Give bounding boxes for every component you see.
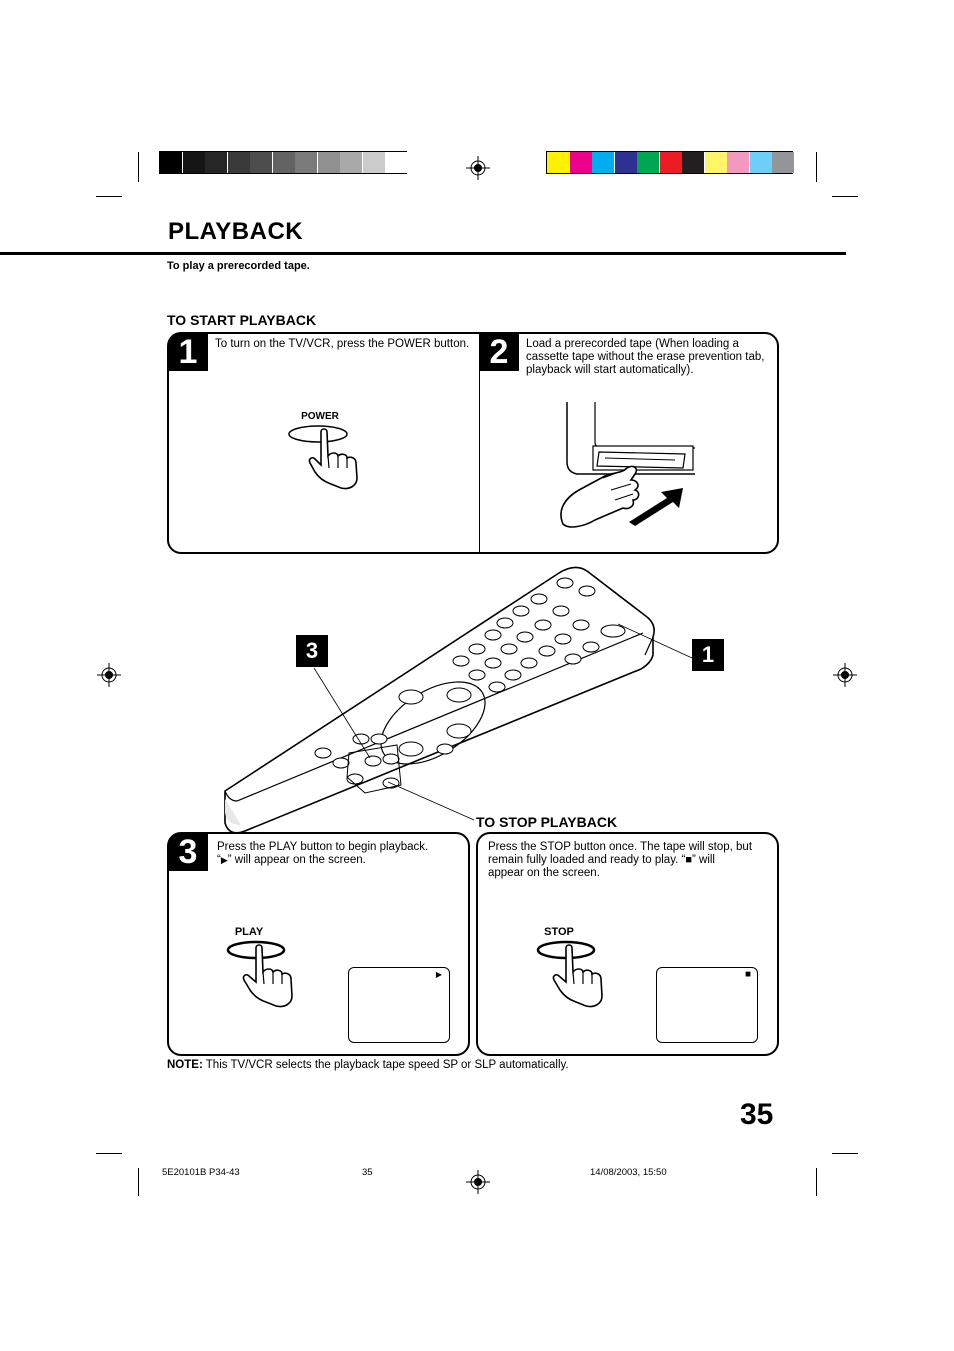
footer-left: 5E20101B P34-43 xyxy=(162,1167,240,1178)
stop-text-line-3: appear on the screen. xyxy=(488,867,600,879)
calibration-swatch xyxy=(682,152,704,173)
remote-callout-3: 3 xyxy=(296,635,328,667)
step-1-text: To turn on the TV/VCR, press the POWER b… xyxy=(215,338,470,350)
stop-text: Press the STOP button once. The tape wil… xyxy=(488,841,776,880)
calibration-swatch xyxy=(362,152,385,173)
step-2-text: Load a prerecorded tape (When loading a … xyxy=(526,338,765,376)
tape-insertion-illustration xyxy=(560,402,695,528)
play-button-label: PLAY xyxy=(234,926,264,938)
stop-button-hand-icon xyxy=(536,940,603,1008)
quote-open: “ xyxy=(217,854,221,866)
title-rule xyxy=(0,252,846,255)
footer-right: 14/08/2003, 15:50 xyxy=(590,1167,667,1178)
calibration-swatch xyxy=(205,152,227,173)
step-3-number: 3 xyxy=(168,833,208,871)
start-playback-heading: TO START PLAYBACK xyxy=(167,312,317,328)
play-button-hand-icon xyxy=(226,940,293,1008)
calibration-swatch xyxy=(385,152,407,173)
calibration-swatch xyxy=(272,152,295,173)
step-3-text-line-1: Press the PLAY button to begin playback. xyxy=(217,841,429,853)
calibration-swatch xyxy=(659,152,682,173)
calibration-swatch xyxy=(772,152,794,173)
step-3-text-tail: ” will appear on the screen. xyxy=(227,854,366,866)
registration-target-icon xyxy=(833,663,857,687)
stop-button-label: STOP xyxy=(544,926,574,938)
step-3-panel xyxy=(167,832,470,1056)
stop-text-line-2: remain fully loaded and ready to play. “… xyxy=(488,854,776,867)
registration-target-icon xyxy=(97,663,121,687)
calibration-swatch xyxy=(592,152,614,173)
play-indicator-icon: ▶ xyxy=(435,970,442,979)
calibration-swatch xyxy=(547,152,569,173)
callout-leader-lines xyxy=(313,623,693,821)
remote-callout-1: 1 xyxy=(692,639,724,671)
calibration-swatch xyxy=(317,152,340,173)
page-title: PLAYBACK xyxy=(168,218,304,245)
power-button-label: POWER xyxy=(301,411,339,422)
calibration-swatch xyxy=(704,152,727,173)
tv-screen-play: ▶ xyxy=(348,967,450,1043)
calibration-swatch xyxy=(569,152,592,173)
calibration-swatch xyxy=(727,152,749,173)
registration-target-icon xyxy=(466,156,490,180)
calibration-swatch xyxy=(227,152,250,173)
power-button-hand-icon xyxy=(288,425,358,490)
start-steps-panel xyxy=(167,332,779,554)
calibration-swatch xyxy=(250,152,272,173)
page-subtitle: To play a prerecorded tape. xyxy=(167,260,310,272)
page-number: 35 xyxy=(740,1098,774,1131)
stop-playback-heading: TO STOP PLAYBACK xyxy=(476,814,618,830)
crop-mark xyxy=(138,152,139,182)
step-divider xyxy=(479,334,480,552)
stop-indicator-icon: ■ xyxy=(744,969,751,980)
calibration-swatch xyxy=(340,152,362,173)
stop-text-line-2-tail: ” will xyxy=(691,854,715,866)
footer-center: 35 xyxy=(362,1167,373,1178)
crop-mark xyxy=(138,1168,139,1196)
step-2-number: 2 xyxy=(479,333,519,371)
play-symbol-icon: ▶ xyxy=(220,855,228,865)
step-1-number: 1 xyxy=(168,333,208,371)
crop-mark xyxy=(816,152,817,182)
calibration-swatch xyxy=(749,152,772,173)
calibration-swatch xyxy=(637,152,659,173)
tv-screen-stop: ■ xyxy=(656,967,758,1043)
note-text: NOTE: This TV/VCR selects the playback t… xyxy=(167,1059,569,1071)
step-3-text: Press the PLAY button to begin playback.… xyxy=(217,841,465,867)
calibration-swatch xyxy=(182,152,205,173)
stop-text-line-1: Press the STOP button once. The tape wil… xyxy=(488,841,753,853)
calibration-swatch xyxy=(160,152,182,173)
note-label: NOTE: xyxy=(167,1059,203,1071)
crop-mark xyxy=(832,1153,858,1154)
crop-mark xyxy=(96,1153,122,1154)
crop-mark xyxy=(816,1168,817,1196)
note-body: This TV/VCR selects the playback tape sp… xyxy=(202,1059,569,1071)
crop-mark xyxy=(96,196,122,197)
stop-panel xyxy=(476,832,779,1056)
registration-target-icon xyxy=(466,1170,490,1194)
crop-mark xyxy=(832,196,858,197)
calibration-swatch xyxy=(614,152,637,173)
stop-text-line-2-head: remain fully loaded and ready to play. “ xyxy=(488,854,686,866)
step-3-text-line-2: “▶” will appear on the screen. xyxy=(217,854,465,867)
calibration-swatch xyxy=(295,152,317,173)
stop-symbol-icon: ■ xyxy=(685,854,692,866)
